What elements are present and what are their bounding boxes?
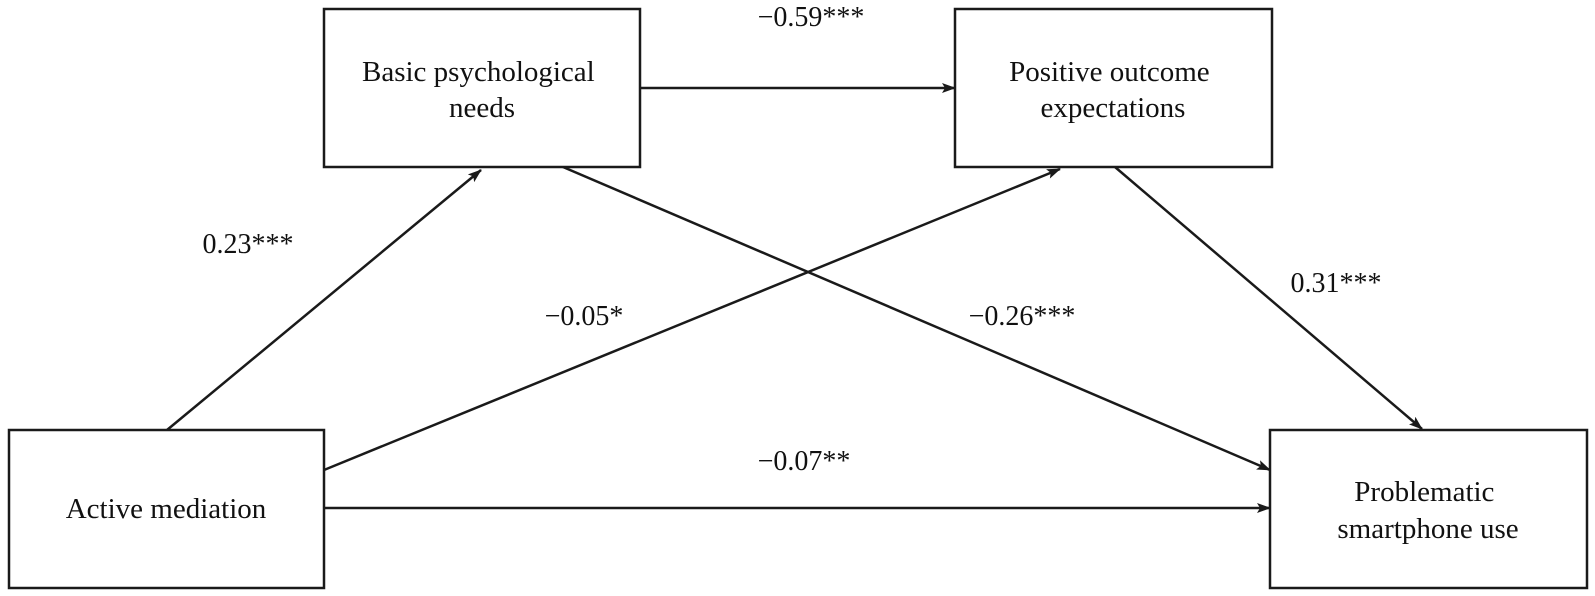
edge-basic-needs-to-problematic-use xyxy=(562,165,1271,472)
path-coefficients: 0.23*** −0.59*** 0.31*** −0.05* −0.26***… xyxy=(203,2,1382,477)
node-label: Positive outcome expectations xyxy=(1009,56,1217,124)
coefficient-positive-outcome-to-problematic-use: 0.31*** xyxy=(1291,268,1382,299)
edges xyxy=(166,83,1423,513)
node-box xyxy=(7,428,326,590)
coefficient-basic-needs-to-problematic-use: −0.26*** xyxy=(969,301,1076,332)
node-active-mediation: Active mediation xyxy=(7,428,326,590)
edge-active-to-positive-outcome xyxy=(323,167,1061,472)
node-label: Basic psychological needs xyxy=(362,56,602,124)
node-box xyxy=(953,7,1274,169)
coefficient-active-to-basic-needs: 0.23*** xyxy=(203,229,294,260)
node-label-line: Problematic xyxy=(1354,476,1494,508)
node-label-line: Active mediation xyxy=(66,493,267,525)
node-label-line: Positive outcome xyxy=(1009,56,1210,88)
node-label-line: needs xyxy=(449,92,515,124)
edge-active-to-basic-needs xyxy=(166,169,482,431)
node-problematic-smartphone-use: Problematic smartphone use xyxy=(1268,428,1589,590)
node-label-line: smartphone use xyxy=(1337,513,1518,545)
coefficient-active-to-problematic-use: −0.07** xyxy=(758,446,851,477)
node-box xyxy=(322,7,642,169)
node-label: Problematic smartphone use xyxy=(1337,476,1518,545)
coefficient-basic-needs-to-positive-outcome: −0.59*** xyxy=(758,2,865,33)
edge-positive-outcome-to-problematic-use xyxy=(1114,166,1423,430)
node-label-line: expectations xyxy=(1041,92,1186,124)
node-basic-psychological-needs: Basic psychological needs xyxy=(322,7,642,169)
node-label: Active mediation xyxy=(66,493,267,525)
node-box xyxy=(1268,428,1589,590)
node-positive-outcome-expectations: Positive outcome expectations xyxy=(953,7,1274,169)
coefficient-active-to-positive-outcome: −0.05* xyxy=(545,301,624,332)
node-label-line: Basic psychological xyxy=(362,56,595,88)
